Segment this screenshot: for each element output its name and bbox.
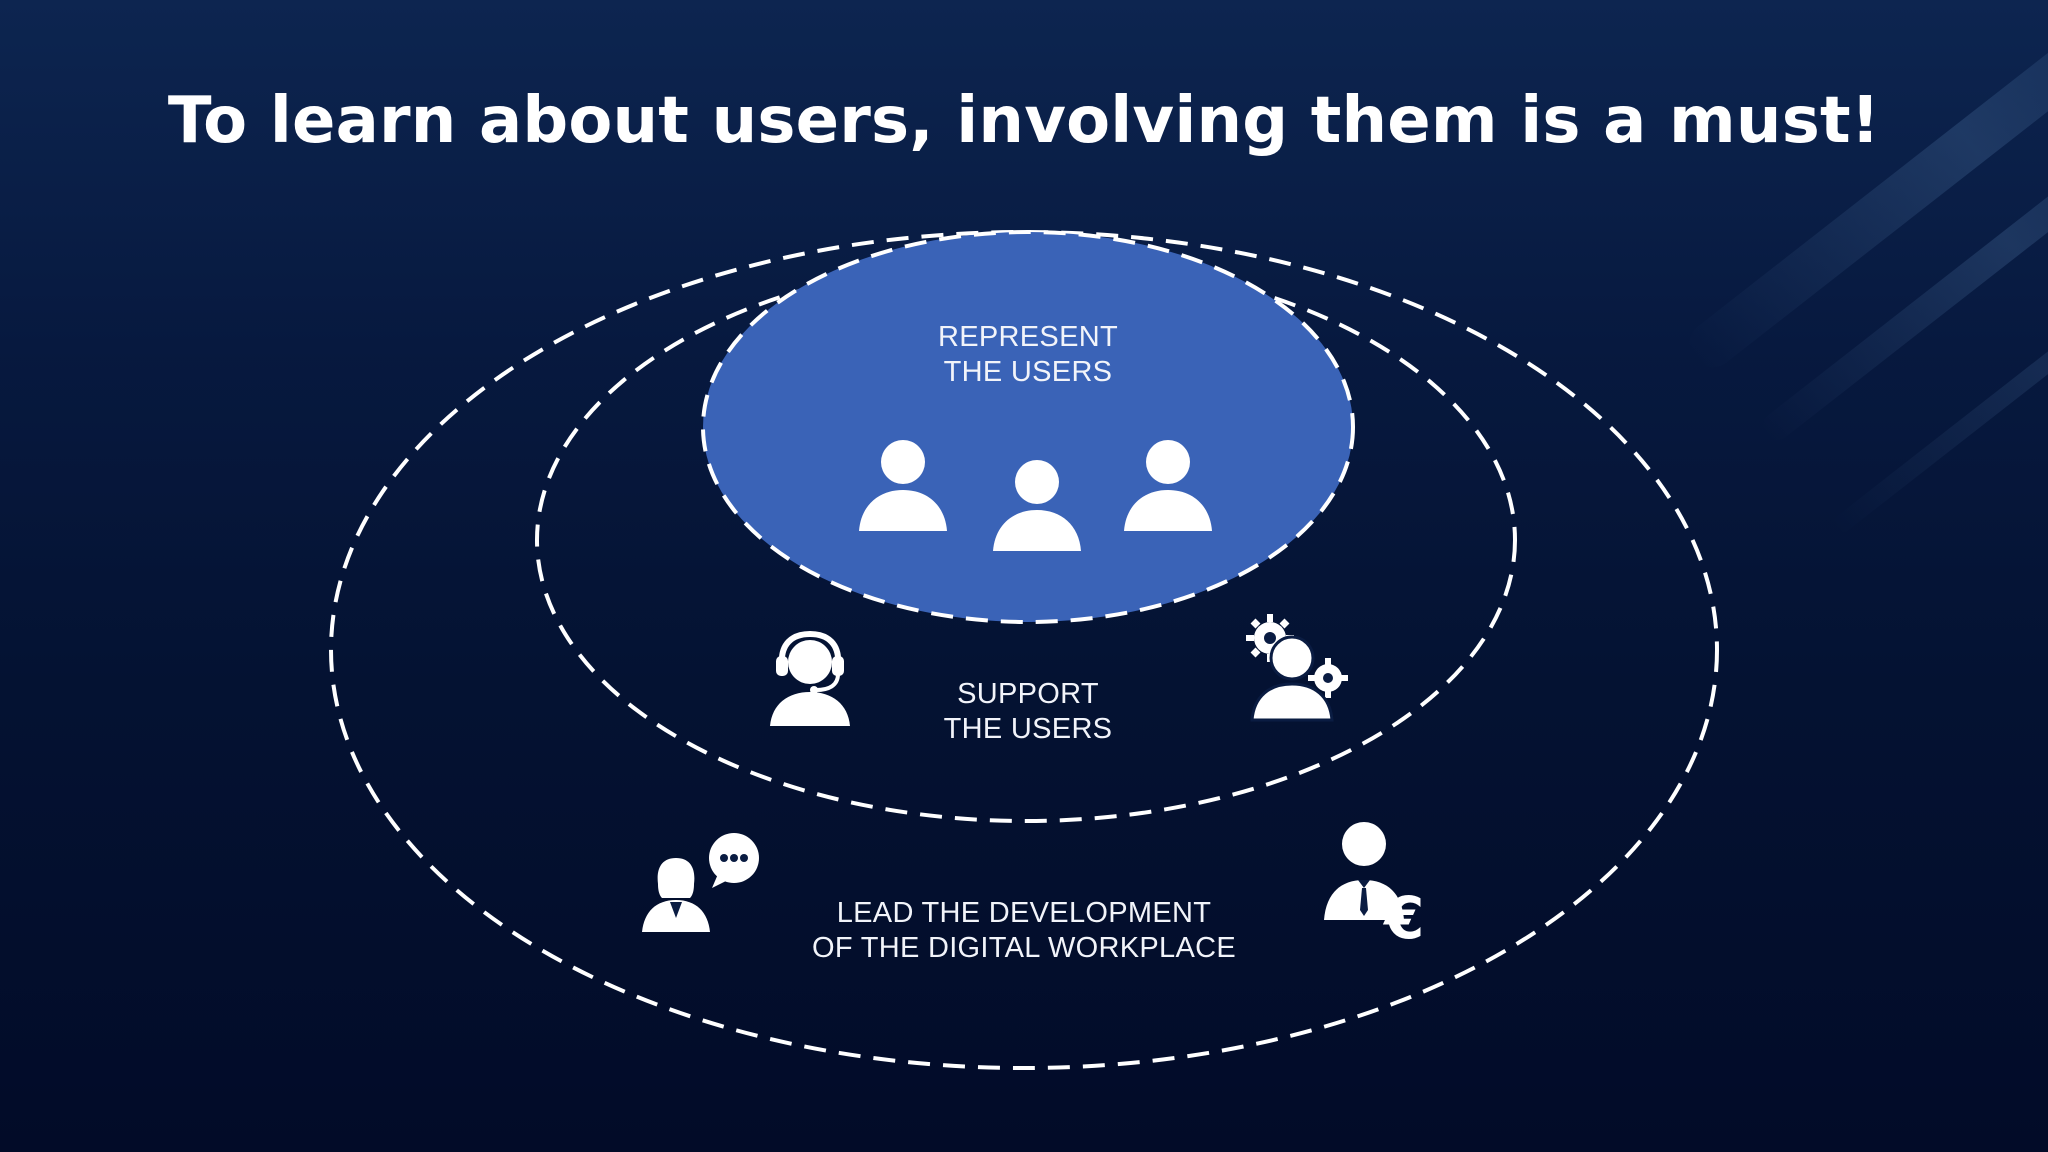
represent-users-line2: THE USERS <box>943 356 1113 388</box>
lead-development-line2: OF THE DIGITAL WORKPLACE <box>811 932 1236 964</box>
support-users-line2: THE USERS <box>943 713 1113 745</box>
headset-support-icon <box>770 630 850 726</box>
middle-ring <box>535 257 1517 823</box>
outer-ring <box>329 230 1719 1070</box>
support-users-line1: SUPPORT <box>957 678 1099 710</box>
inner-circle <box>701 230 1355 624</box>
slide-title: To learn about users, involving them is … <box>167 84 1881 158</box>
user-icon <box>859 440 947 531</box>
lead-development-line1: LEAD THE DEVELOPMENT <box>836 897 1212 929</box>
represent-users-label: REPRESENT THE USERS <box>848 320 1208 390</box>
lead-development-label: LEAD THE DEVELOPMENT OF THE DIGITAL WORK… <box>774 896 1274 966</box>
support-users-label: SUPPORT THE USERS <box>848 677 1208 747</box>
user-icon <box>1124 440 1212 531</box>
user-icon <box>993 460 1081 551</box>
svg-text:€: € <box>1382 884 1424 942</box>
represent-users-line1: REPRESENT <box>938 321 1118 353</box>
businessman-euro-icon: € <box>1324 822 1424 942</box>
woman-speech-bubble-icon <box>642 833 759 932</box>
user-gears-icon <box>1246 614 1348 722</box>
